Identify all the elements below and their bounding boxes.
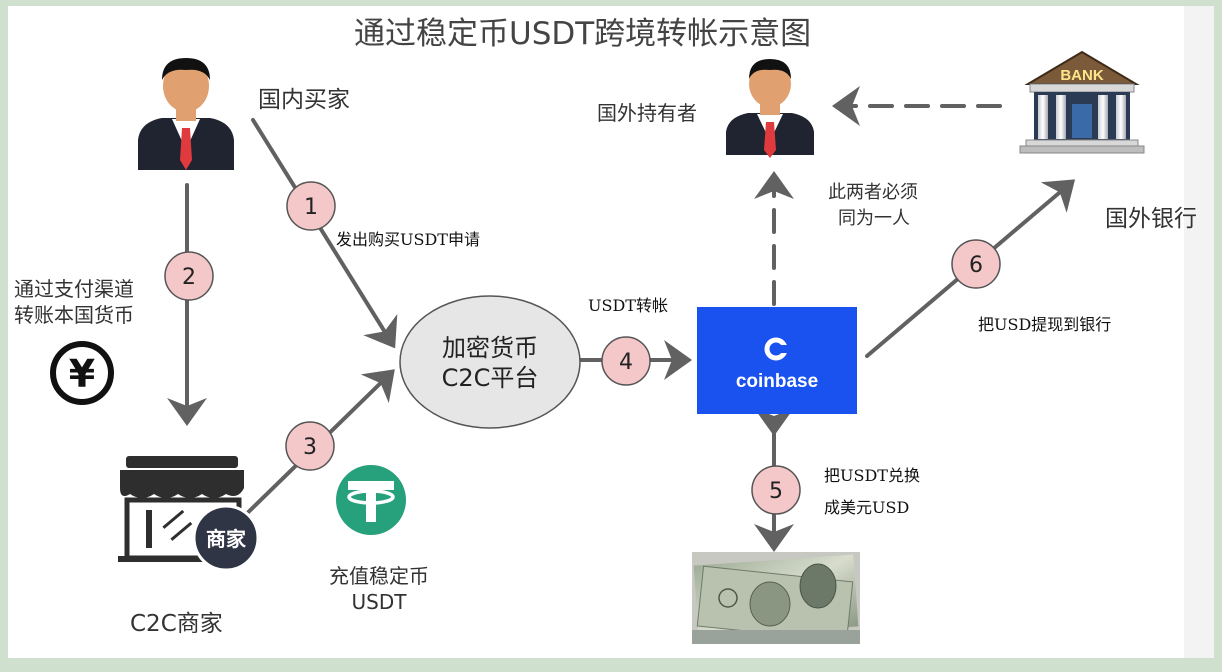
foreign-bank-label: 国外银行 <box>1105 206 1197 232</box>
merchant-badge-text: 商家 <box>206 527 247 551</box>
bank-sign-text: BANK <box>1060 67 1103 84</box>
step-5-number: 5 <box>769 479 783 504</box>
foreign-holder-person-icon <box>726 59 814 158</box>
step-6-number: 6 <box>969 253 983 278</box>
diagram-title: 通过稳定币USDT跨境转帐示意图 <box>354 16 812 52</box>
step-5-label: 把USDT兑换 成美元USD <box>824 466 920 517</box>
dollar-bills-image <box>692 552 860 644</box>
c2c-platform-ellipse <box>399 295 581 429</box>
step-2-circle <box>164 251 214 301</box>
coinbase-c-icon <box>764 337 789 361</box>
step-1-circle <box>286 181 336 231</box>
domestic-buyer-person-icon <box>138 58 234 170</box>
step-1-number: 1 <box>304 195 318 220</box>
svg-text:¥: ¥ <box>69 352 95 396</box>
step-4-circle <box>601 336 651 386</box>
same-person-note: 此两者必须 同为一人 <box>828 182 918 229</box>
yuan-icon: ¥ <box>50 341 114 405</box>
step-5-circle <box>751 465 801 515</box>
step-4-label: USDT转帐 <box>588 296 668 315</box>
store-icon: 商家 <box>118 456 260 572</box>
foreign-holder-label: 国外持有者 <box>597 101 697 125</box>
bank-icon: BANK <box>1019 50 1145 154</box>
tether-icon <box>336 465 406 535</box>
stablecoin-label: 充值稳定币 USDT <box>329 564 429 614</box>
step-3-number: 3 <box>303 435 317 460</box>
coinbase-box <box>697 307 857 414</box>
step-6-circle <box>951 239 1001 289</box>
coinbase-wordmark: coinbase <box>736 371 818 392</box>
step-6-label: 把USD提现到银行 <box>978 315 1112 334</box>
pay-channel-note: 通过支付渠道 转账本国货币 <box>14 277 134 327</box>
step-1-label: 发出购买USDT申请 <box>336 230 480 249</box>
c2c-merchant-label: C2C商家 <box>130 611 223 637</box>
step-4-number: 4 <box>619 350 633 375</box>
arrow-buyer-to-platform <box>251 118 398 349</box>
step-markers: 1 2 3 4 5 6 <box>164 181 1001 515</box>
domestic-buyer-label: 国内买家 <box>258 87 350 113</box>
step-3-circle <box>285 421 335 471</box>
right-edge-shade <box>1184 6 1214 658</box>
step-2-number: 2 <box>182 265 196 290</box>
c2c-platform-label: 加密货币 C2C平台 <box>441 334 539 392</box>
arrows <box>167 86 1076 552</box>
